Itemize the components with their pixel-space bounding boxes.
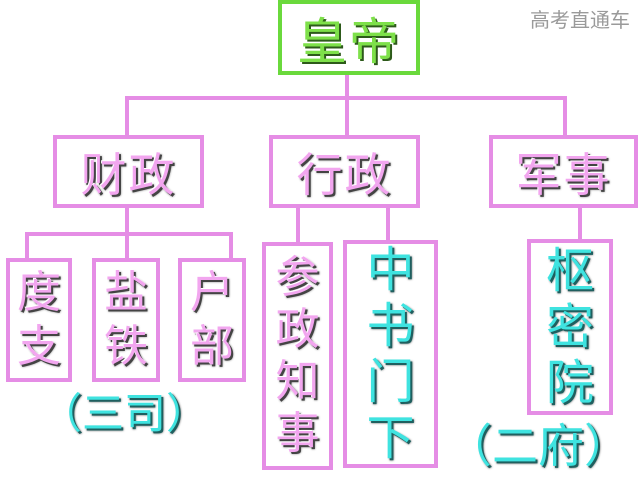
node-zhongshu-menxia-label: 中书门下: [366, 242, 415, 466]
node-xingzheng-label: 行政: [296, 147, 393, 202]
node-duzhi-label: 度支: [17, 267, 61, 372]
node-yantie-label: 盐铁: [104, 267, 148, 372]
node-canzheng-zhishi-label: 参政知事: [275, 252, 320, 459]
node-hubu: 户部: [178, 258, 246, 382]
connector-sansi-bar: [25, 232, 233, 236]
node-caizheng-label: 财政: [80, 147, 177, 202]
node-xingzheng: 行政: [269, 135, 420, 208]
connector-xingzheng: [345, 96, 349, 136]
node-shumiyuan: 枢密院: [527, 239, 613, 415]
connector-caizheng: [125, 96, 129, 136]
group-note-erfu: （二府）: [446, 419, 630, 473]
node-canzheng-zhishi: 参政知事: [262, 242, 333, 470]
connector-caizheng-down: [125, 206, 129, 236]
connector-hubu: [229, 232, 233, 260]
group-note-sansi: （三司）: [40, 389, 209, 438]
node-junshi-label: 军事: [515, 147, 612, 202]
node-hubu-label: 户部: [190, 267, 234, 372]
connector-yantie: [125, 232, 129, 260]
node-duzhi: 度支: [6, 258, 72, 382]
connector-canzheng: [296, 206, 300, 244]
node-yantie: 盐铁: [92, 258, 160, 382]
connector-junshi: [563, 96, 567, 136]
connector-shumi: [578, 206, 582, 241]
node-emperor-label: 皇帝: [297, 12, 401, 71]
node-caizheng: 财政: [53, 135, 204, 208]
connector-duzhi: [25, 232, 29, 260]
node-junshi: 军事: [489, 135, 638, 208]
node-shumiyuan-label: 枢密院: [546, 243, 595, 411]
node-zhongshu-menxia: 中书门下: [343, 240, 438, 468]
watermark: 高考直通车: [530, 8, 630, 32]
node-emperor: 皇帝: [278, 0, 420, 75]
connector-root: [345, 74, 349, 100]
connector-zhongshu: [386, 206, 390, 242]
